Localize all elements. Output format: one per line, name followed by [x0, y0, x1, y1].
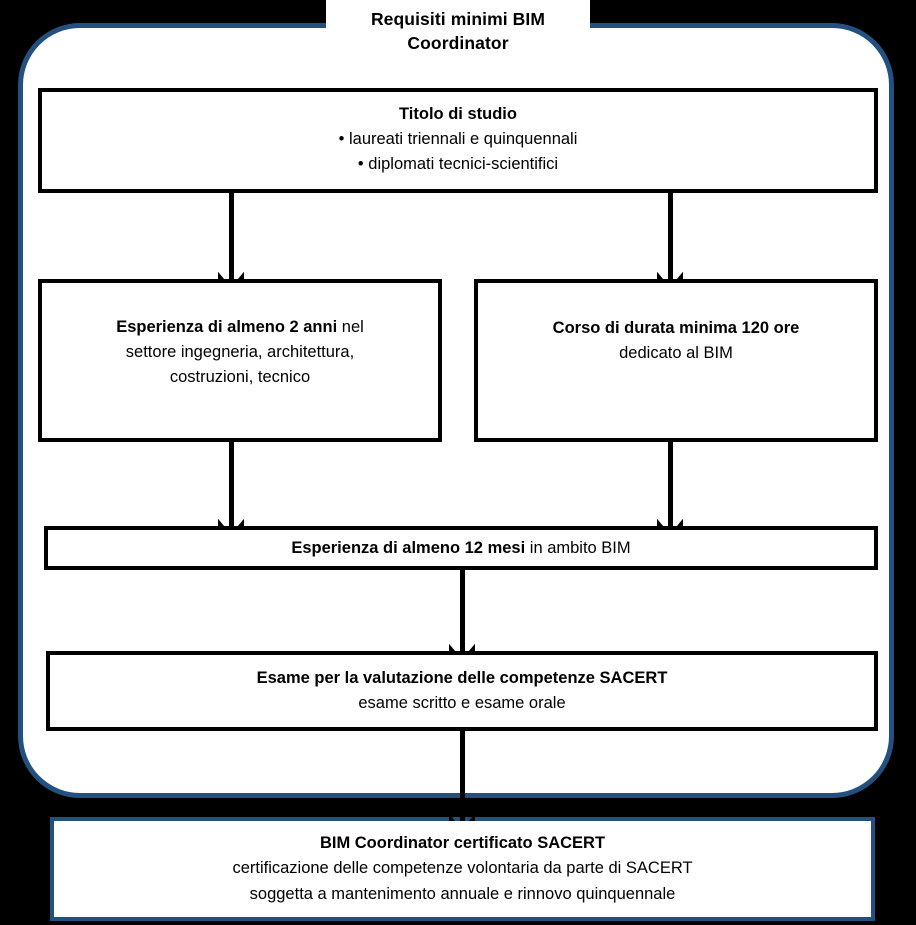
arrow-stem	[667, 442, 673, 526]
box-titolo-di-studio: Titolo di studio • laureati triennali e …	[38, 88, 878, 193]
arrow-stem	[459, 570, 465, 651]
box-esperienza2-line-3: costruzioni, tecnico	[169, 367, 311, 386]
arrow-titolo-to-corso	[646, 193, 694, 279]
arrow-head-icon	[449, 634, 475, 651]
box-esame-line-2: esame scritto e esame orale	[358, 694, 566, 712]
box-titolo-heading: Titolo di studio	[399, 105, 517, 123]
box-finale-line-1: BIM Coordinator certificato SACERT	[319, 833, 606, 852]
box-esperienza2-line-1: Esperienza di almeno 2 anni nel	[116, 315, 364, 340]
box-corso-line-2: dedicato al BIM	[619, 343, 733, 362]
box-esperienza2-line-1-regular: nel	[337, 318, 364, 337]
arrow-head-icon	[657, 262, 683, 279]
box-esperienza12-line-1-regular: in ambito BIM	[525, 538, 631, 557]
arrow-stem	[228, 442, 234, 526]
arrow-esperienza2-to-esperienza12	[207, 442, 255, 526]
box-esperienza-2-anni: Esperienza di almeno 2 anni nel settore …	[38, 279, 442, 442]
arrow-titolo-to-esperienza2	[207, 193, 255, 279]
arrow-stem	[459, 731, 465, 821]
arrow-esperienza12-to-esame	[438, 570, 486, 651]
arrow-esame-to-certificato	[438, 731, 486, 821]
arrow-corso-to-esperienza12	[646, 442, 694, 526]
box-finale-line-2: certificazione delle competenze volontar…	[232, 859, 693, 878]
box-esperienza-12-mesi: Esperienza di almeno 12 mesi in ambito B…	[44, 526, 878, 570]
box-esperienza2-line-2: settore ingegneria, architettura,	[125, 343, 355, 362]
arrow-stem	[228, 193, 234, 279]
diagram-title-line-1: Requisiti minimi BIM	[370, 9, 546, 29]
arrow-head-icon	[449, 804, 475, 821]
box-corso-line-1: Corso di durata minima 120 ore	[552, 318, 800, 337]
box-esperienza12-line-1: Esperienza di almeno 12 mesi in ambito B…	[291, 536, 630, 561]
box-esame-sacert: Esame per la valutazione delle competenz…	[46, 651, 878, 731]
box-esperienza12-line-1-bold: Esperienza di almeno 12 mesi	[291, 538, 526, 557]
diagram-title-banner: Requisiti minimi BIM Coordinator	[326, 0, 590, 68]
arrow-head-icon	[218, 509, 244, 526]
arrow-head-icon	[657, 509, 683, 526]
arrow-head-icon	[218, 262, 244, 279]
box-esame-line-1: Esame per la valutazione delle competenz…	[256, 669, 668, 688]
arrow-stem	[667, 193, 673, 279]
box-corso-120-ore: Corso di durata minima 120 ore dedicato …	[474, 279, 878, 442]
box-titolo-bullet-2: • diplomati tecnici-scientifici	[357, 154, 559, 173]
box-finale-line-3: soggetta a mantenimento annuale e rinnov…	[249, 884, 676, 903]
box-esperienza2-line-1-bold: Esperienza di almeno 2 anni	[116, 318, 338, 337]
diagram-title-line-2: Coordinator	[407, 33, 509, 54]
box-titolo-bullet-1: • laureati triennali e quinquennali	[338, 129, 578, 148]
box-bim-coordinator-certificato: BIM Coordinator certificato SACERT certi…	[50, 817, 875, 921]
